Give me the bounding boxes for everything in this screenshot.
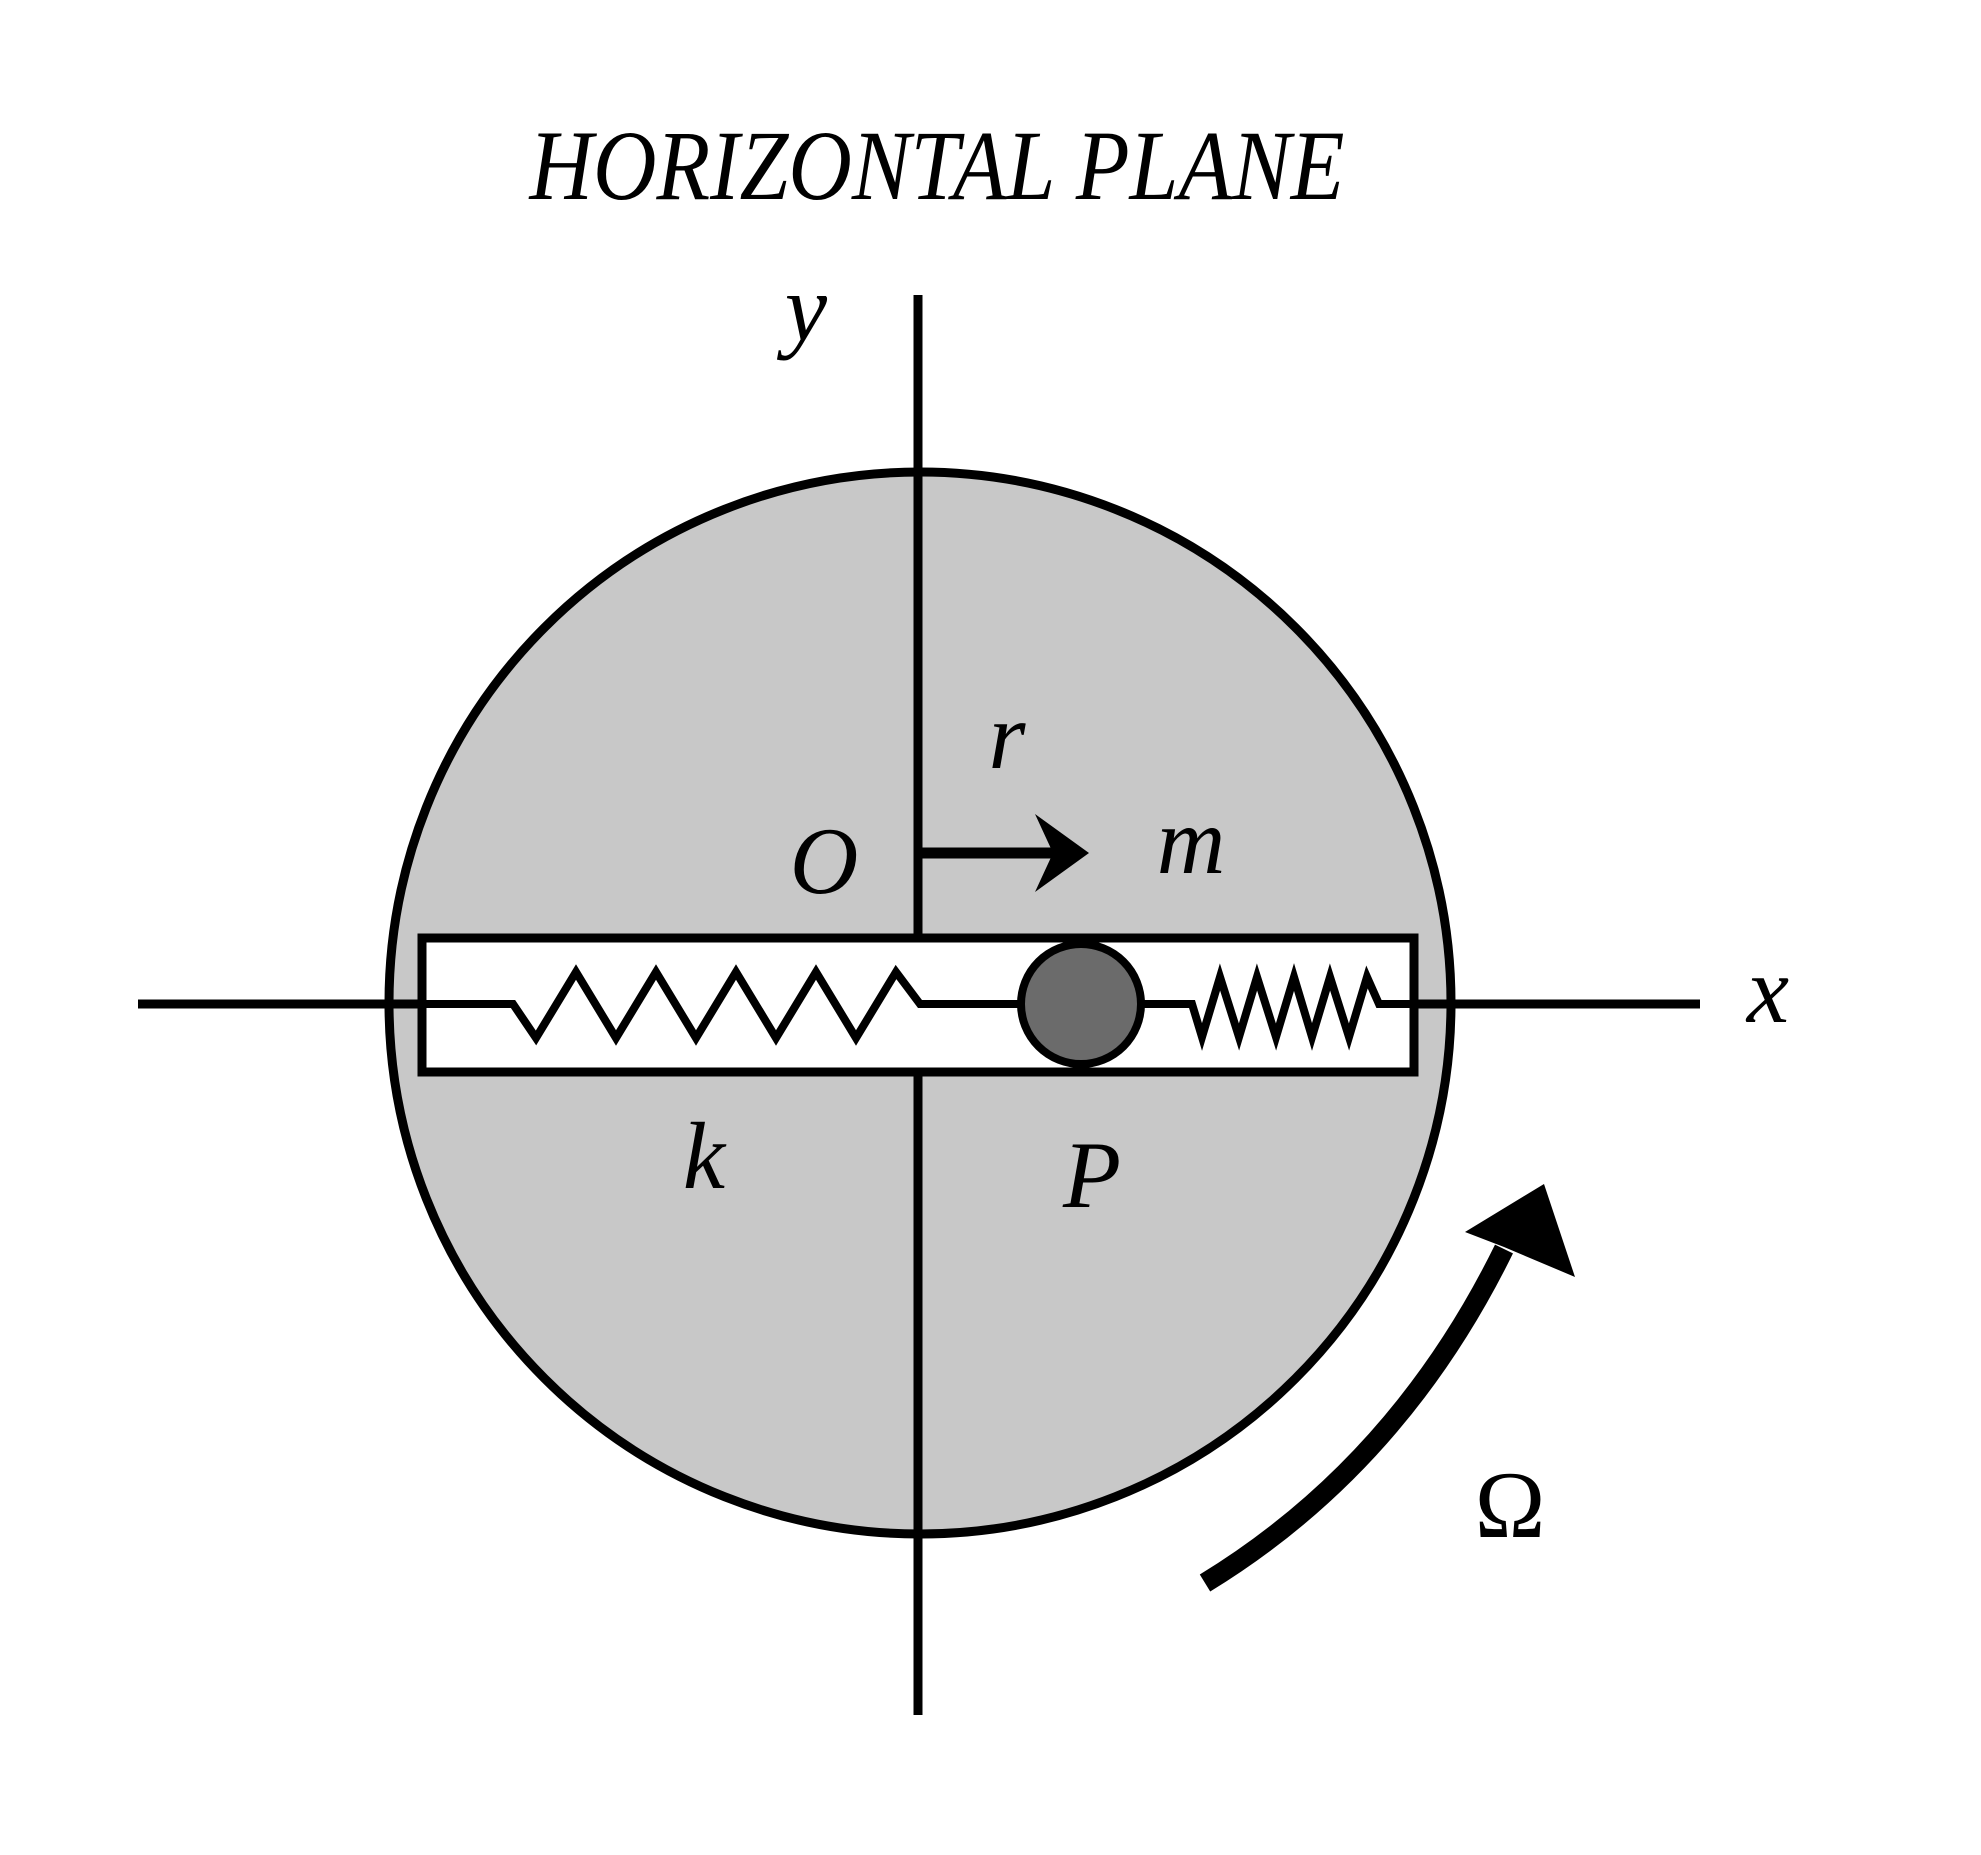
right-spring [1140,963,1415,1051]
origin-label: O [790,808,859,914]
mass-label: m [1157,788,1226,894]
rotation-arrow-curve [1199,1244,1513,1592]
mass-ball [1017,940,1145,1068]
figure-title: HORIZONTAL PLANE [528,110,1345,221]
spring-constant-label: k [683,1103,727,1209]
rotation-arrow-arrowhead [1465,1184,1575,1277]
r-vector-arrowhead [1035,814,1089,892]
y-axis-label: y [777,255,828,361]
particle-label: P [1062,1122,1121,1228]
r-label: r [989,683,1027,789]
left-spring [426,964,1022,1046]
omega-label: Ω [1475,1452,1546,1558]
x-axis-label: x [1745,937,1789,1043]
